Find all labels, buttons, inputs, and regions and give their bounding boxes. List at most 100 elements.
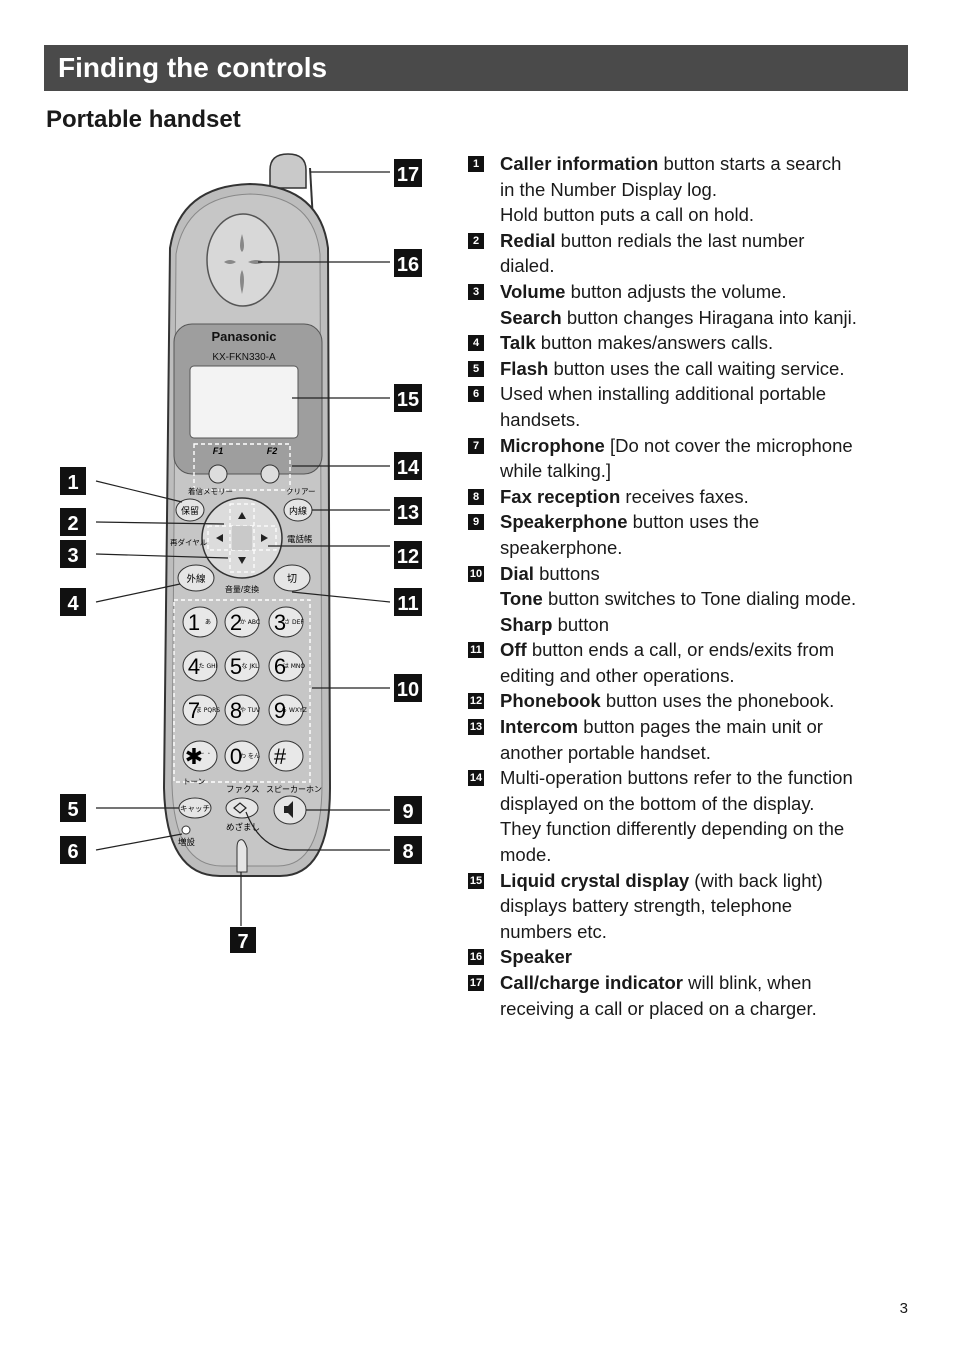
item-description: button: [552, 613, 610, 635]
svg-text:4: 4: [67, 593, 79, 615]
item-description: button changes Hiragana into kanji.: [561, 306, 857, 328]
item-description: receives faxes.: [620, 485, 749, 507]
item-number-badge: 13: [468, 719, 484, 736]
lcd-display: [189, 365, 299, 439]
svg-text:8: 8: [402, 841, 413, 863]
svg-text:キャッチ: キャッチ: [180, 804, 210, 813]
svg-text:゛゜: ゛゜: [202, 753, 214, 760]
callout-15: [394, 384, 422, 412]
svg-text:ま PQRS: ま PQRS: [196, 707, 220, 714]
svg-text:4: 4: [188, 654, 200, 679]
callout-16: [394, 249, 422, 277]
dial-key-10[interactable]: ✱゛゜: [182, 740, 218, 772]
f1-button: [208, 464, 228, 484]
svg-text:な JKL: な JKL: [242, 663, 260, 670]
talk-button: [177, 564, 215, 592]
dial-key-11[interactable]: 0わ をん: [224, 740, 260, 772]
item-term: Speakerphone: [500, 511, 628, 533]
dial-key-9[interactable]: 9ら WXYZ: [268, 694, 307, 726]
hold-button: [175, 498, 205, 522]
brand-logo: Panasonic: [211, 329, 276, 344]
dial-key-6[interactable]: 6は MNO: [268, 650, 305, 682]
dial-key-4[interactable]: 4た GHI: [182, 650, 218, 682]
item-term: Intercom: [500, 716, 579, 738]
item-number-badge: 3: [468, 283, 484, 300]
item-number-badge: 9: [468, 514, 484, 531]
svg-text:電話帳: 電話帳: [287, 534, 313, 544]
item-term: Volume: [500, 280, 566, 302]
fax-button: [225, 797, 259, 819]
item-description: button ends a call, or ends/exits from e…: [500, 639, 835, 686]
speaker: [206, 213, 280, 307]
svg-text:ファクス: ファクス: [226, 784, 260, 794]
svg-text:14: 14: [397, 457, 420, 479]
callout-7: [230, 927, 256, 953]
callout-3: [60, 540, 86, 568]
callout-17: [394, 159, 422, 187]
dial-key-7[interactable]: 7ま PQRS: [182, 694, 220, 726]
svg-text:6: 6: [274, 654, 286, 679]
title-bar: Finding the controls: [44, 45, 908, 91]
item-description: button adjusts the volume.: [565, 280, 787, 302]
svg-text:5: 5: [230, 654, 242, 679]
svg-text:5: 5: [67, 799, 78, 821]
item-number-badge: 8: [468, 488, 484, 505]
svg-text:クリアー: クリアー: [286, 487, 316, 496]
svg-text:7: 7: [188, 698, 200, 723]
item-number-badge: 11: [468, 642, 484, 659]
item-description: Multi-operation buttons refer to the fun…: [500, 767, 853, 814]
item-description: buttons: [533, 562, 600, 584]
section-title: Portable handset: [46, 106, 241, 133]
dial-key-2[interactable]: 2か ABC: [224, 606, 260, 638]
svg-text:3: 3: [67, 545, 78, 567]
item-description: Hold button puts a call on hold.: [500, 204, 755, 226]
callout-13: [394, 497, 422, 525]
svg-text:外線: 外線: [186, 573, 206, 585]
control-item-3: 3 Volume button adjusts the volume.Search…: [468, 279, 858, 330]
dial-key-12[interactable]: #: [268, 740, 304, 772]
item-description: button uses the phonebook.: [600, 690, 835, 712]
item-term: Talk: [500, 332, 536, 354]
svg-text:内線: 内線: [289, 505, 307, 516]
svg-text:めざまし: めざまし: [226, 822, 260, 832]
item-term: Dial: [500, 562, 534, 584]
item-term: Search: [500, 306, 562, 328]
item-term: Liquid crystal display: [500, 869, 690, 891]
dial-key-8[interactable]: 8や TUV: [224, 694, 261, 726]
item-number-badge: 17: [468, 975, 484, 991]
svg-text:ら WXYZ: ら WXYZ: [281, 707, 307, 714]
item-term: Phonebook: [500, 690, 601, 712]
svg-text:F2: F2: [267, 446, 278, 456]
callout-8: [394, 836, 422, 864]
svg-text:13: 13: [397, 502, 419, 524]
dial-keypad-area: [173, 599, 311, 783]
svg-text:1: 1: [67, 472, 78, 494]
item-term: Redial: [500, 229, 556, 251]
item-term: Sharp: [500, 613, 553, 635]
callout-9: [394, 796, 422, 824]
item-description: (with back light) displays battery stren…: [500, 869, 823, 942]
page-title: Finding the controls: [58, 52, 328, 83]
f2-button: [260, 464, 280, 484]
item-number-badge: 16: [468, 949, 484, 966]
callout-14: [394, 452, 422, 480]
dial-key-3[interactable]: 3さ DEF: [268, 606, 304, 638]
svg-text:か ABC: か ABC: [240, 619, 260, 626]
svg-text:9: 9: [274, 698, 286, 723]
item-description: button uses the call waiting service.: [548, 357, 845, 379]
item-description: button switches to Tone dialing mode.: [542, 588, 857, 610]
svg-text:2: 2: [230, 610, 242, 635]
svg-text:7: 7: [237, 931, 248, 953]
